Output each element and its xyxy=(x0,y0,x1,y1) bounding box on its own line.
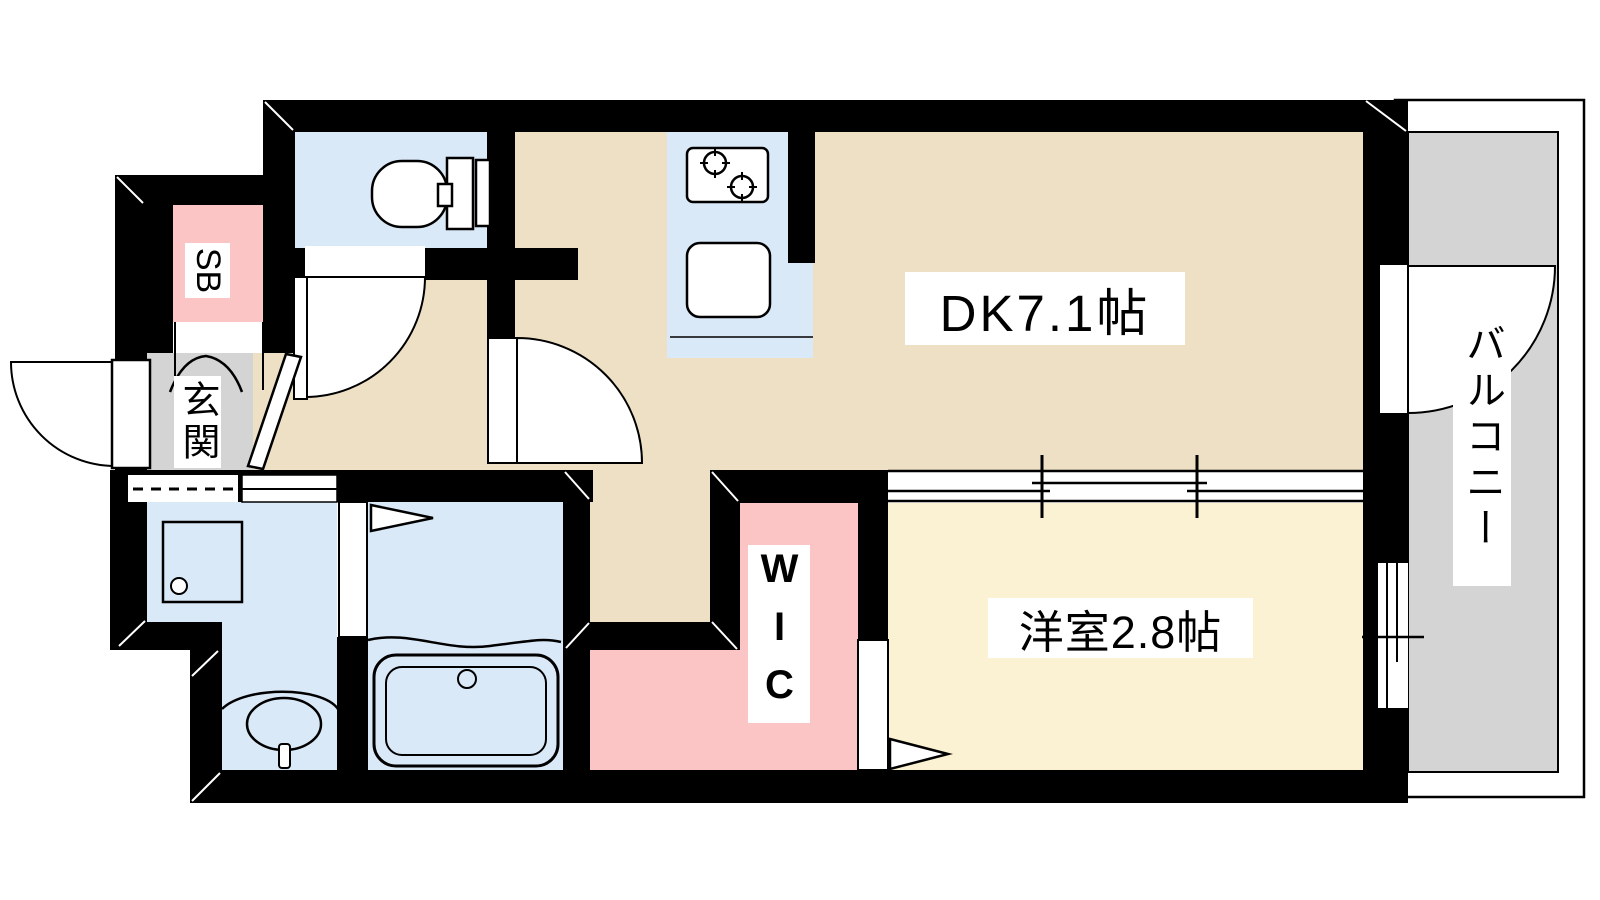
accordion-door xyxy=(128,475,238,502)
genkan-arch xyxy=(168,354,244,393)
wic-door-swing-marker xyxy=(888,737,953,771)
western-room-label: 洋室2.8帖 xyxy=(988,598,1253,658)
wic-door xyxy=(857,639,889,771)
stove-icon xyxy=(685,146,770,204)
bathroom-floor xyxy=(368,502,563,770)
fixtures xyxy=(161,146,813,769)
dk-door-swing xyxy=(516,336,644,464)
shoebox-label: SB xyxy=(185,243,230,298)
bathroom-door xyxy=(338,501,368,638)
kitchen-sink-icon xyxy=(685,241,772,319)
dk-room-label: DK7.1帖 xyxy=(905,272,1185,345)
wic-label: WIC xyxy=(748,545,810,723)
hall-door-leaf xyxy=(246,352,303,471)
balcony-door-opening xyxy=(1380,265,1408,413)
toilet-door-swing xyxy=(304,276,427,399)
wall-seams xyxy=(116,100,1407,802)
bathtub-icon xyxy=(367,636,562,768)
toilet-icon xyxy=(370,156,492,231)
washing-machine-icon xyxy=(161,520,244,604)
genkan-label: 玄関 xyxy=(174,376,221,468)
partition-sliding-doors xyxy=(888,470,1363,503)
balcony-label: バルコニー xyxy=(1453,290,1511,586)
bathroom-door-swing-marker xyxy=(369,503,434,533)
openings xyxy=(128,246,1424,771)
washbasin-icon xyxy=(221,690,340,769)
dk-door-leaf xyxy=(487,337,518,464)
balcony-window xyxy=(1378,563,1408,708)
entrance-door-leaf xyxy=(110,358,152,470)
toilet-door-leaf xyxy=(293,276,308,400)
toilet-door-opening xyxy=(305,246,425,279)
entrance-door-swing xyxy=(9,361,116,468)
genkan-step xyxy=(175,322,263,353)
